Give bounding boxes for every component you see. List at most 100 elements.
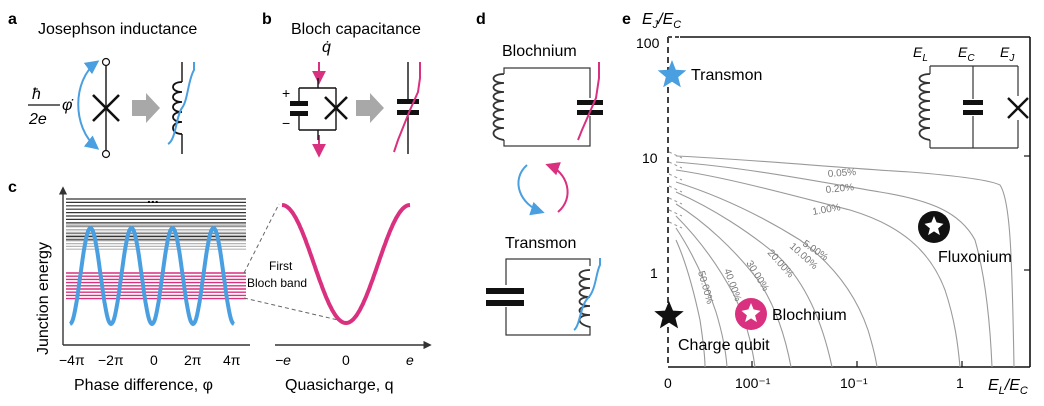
e-xtick: 1 [956, 375, 964, 391]
capacitor-icon-e [963, 100, 983, 115]
c-xtick: 2π [184, 352, 202, 368]
capacitor-icon [290, 101, 308, 116]
first-bloch-band [281, 203, 411, 326]
c-xtick: −4π [59, 352, 85, 368]
hbar-symbol: ħ [32, 86, 41, 103]
panel-c: c Junction energy ... −4π −2π 0 2π 4π Ph… [8, 179, 432, 394]
point-transmon: Transmon [657, 60, 762, 88]
cosine-potential [69, 225, 235, 327]
contour-label: 1.00% [812, 202, 842, 218]
point-fluxonium: Fluxonium [918, 211, 1012, 266]
legend-EC: EC [958, 44, 975, 64]
phase-arrow [77, 60, 100, 150]
e-ylabel: EJ/EC [642, 11, 681, 31]
band-label-1: First [269, 259, 293, 273]
point-blochnium: Blochnium [735, 298, 847, 330]
contour-line [675, 181, 878, 368]
e-yticks: 100 10 1 [636, 35, 1030, 281]
q-xtick: 0 [342, 352, 350, 368]
legend-EJ: EJ [1000, 44, 1015, 64]
charge-curve-b [393, 62, 421, 153]
q-xtick: −e [275, 352, 291, 368]
transmon-label: Transmon [691, 67, 762, 84]
ellipsis: ... [147, 190, 159, 206]
panel-b-title: Bloch capacitance [291, 21, 421, 38]
e-xtick: 0 [664, 375, 672, 391]
c-xtick: 0 [150, 352, 158, 368]
panel-e: e EJ/EC 100 10 1 0 100⁻¹ 10⁻¹ 1 EL/EC [622, 11, 1031, 397]
e-xtick: 10⁻¹ [840, 375, 868, 391]
plus-sign: + [282, 85, 290, 101]
contour-leadin [668, 221, 683, 229]
contour-leadin [668, 197, 683, 205]
contour-label: 0.05% [827, 167, 856, 180]
infidelity-contours [668, 151, 1015, 368]
q-xlabel: Quasicharge, q [285, 377, 394, 394]
star-icon-transmon [657, 60, 687, 88]
contour-line [675, 215, 756, 368]
c-xtick: −2π [98, 352, 124, 368]
contour-leadin [668, 209, 683, 217]
inset-circuit: EL EC EJ [912, 44, 1029, 149]
c-ylabel: Junction energy [35, 242, 52, 355]
e-xlabel: EL/EC [988, 377, 1028, 397]
phidot-symbol: φ̇ [62, 97, 73, 114]
energy-curve-a [167, 62, 195, 145]
fluxonium-label: Fluxonium [938, 249, 1012, 266]
c-xtick: 4π [223, 352, 241, 368]
capacitor-icon-d2 [486, 288, 524, 306]
transmon-title: Transmon [505, 235, 576, 252]
point-charge-qubit: Charge qubit [654, 301, 770, 354]
right-arrow-icon-b [356, 93, 384, 123]
panel-c-label: c [8, 179, 17, 196]
charge-curve-d [577, 62, 600, 141]
star-icon-blochnium [741, 303, 761, 323]
contour-line [675, 169, 961, 368]
e-xtick: 100⁻¹ [735, 375, 771, 391]
blochnium-label: Blochnium [772, 307, 847, 324]
contour-leadin [668, 161, 683, 169]
e-plot-frame [667, 36, 1031, 368]
panel-b-label: b [262, 11, 272, 28]
minus-sign: − [282, 115, 290, 131]
q-xtick: e [406, 352, 414, 368]
josephson-junction-icon [92, 94, 120, 122]
contour-leadin [668, 173, 683, 181]
two-e-symbol: 2e [28, 111, 47, 128]
panel-a-label: a [8, 11, 17, 28]
contour-line [675, 155, 1015, 368]
inductor-icon-e [918, 73, 931, 141]
contour-leadin [668, 185, 683, 193]
contour-line [675, 203, 792, 368]
swap-arrow-magenta [545, 162, 569, 213]
e-xticks: 0 100⁻¹ 10⁻¹ 1 [664, 361, 964, 391]
c-xlabel: Phase difference, φ [74, 377, 213, 394]
c-xticks: −4π −2π 0 2π 4π [59, 352, 241, 368]
contour-label: 30.00% [743, 259, 770, 294]
panel-e-label: e [622, 11, 631, 28]
e-ytick: 1 [650, 265, 658, 281]
panel-a-title: Josephson inductance [38, 21, 197, 38]
contour-line [675, 227, 728, 368]
panel-a: a Josephson inductance ħ 2e φ̇ [8, 11, 197, 159]
panel-d: d Blochnium Transmon [476, 11, 604, 336]
contour-line [675, 161, 993, 368]
blochnium-title: Blochnium [502, 43, 577, 60]
josephson-junction-icon-b [324, 96, 348, 120]
e-ytick: 10 [642, 150, 658, 166]
contour-label: 0.20% [825, 182, 854, 196]
contour-leadin [668, 151, 683, 159]
swap-arrow-blue [517, 164, 545, 216]
panel-b: b Bloch capacitance q̇ + − [262, 11, 421, 158]
qdot-symbol: q̇ [322, 39, 331, 56]
contour-line [675, 239, 706, 368]
e-ytick: 100 [636, 35, 660, 51]
charge-qubit-label: Charge qubit [678, 337, 770, 354]
band-label-2: Bloch band [247, 276, 307, 290]
josephson-junction-icon-e [1007, 97, 1029, 119]
contour-line [675, 191, 833, 368]
contour-label: 40.00% [721, 267, 743, 303]
inductor-icon [172, 81, 183, 135]
legend-EL: EL [913, 44, 928, 64]
